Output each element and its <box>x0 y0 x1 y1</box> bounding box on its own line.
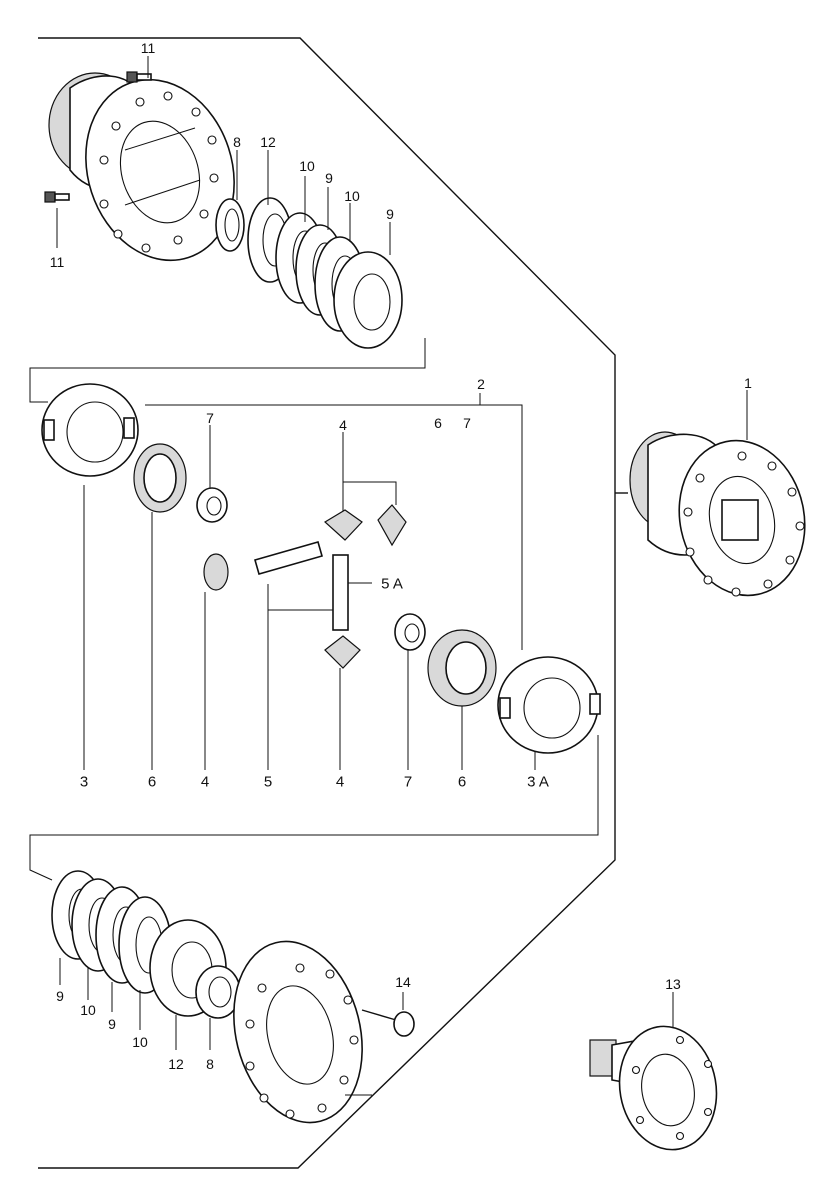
label-10-top-b: 10 <box>344 188 360 204</box>
top-friction-discs <box>215 197 403 349</box>
label-4-top: 4 <box>339 417 347 433</box>
label-4-b: 4 <box>335 773 345 791</box>
label-8-lower: 8 <box>206 1056 214 1072</box>
pressure-ring-3 <box>41 383 139 477</box>
label-10-lower-b: 10 <box>132 1034 148 1050</box>
pressure-ring-3a <box>497 656 601 754</box>
bolt-14 <box>361 1009 415 1037</box>
pinion-shaft-5a <box>332 554 349 631</box>
top-bolt-upper <box>126 71 152 83</box>
label-9-lower-a: 9 <box>56 988 64 1004</box>
differential-housing <box>629 431 806 597</box>
label-9-top-a: 9 <box>325 170 333 186</box>
pinion-shaft-5 <box>254 541 323 575</box>
label-2-sub-6: 6 <box>434 415 442 431</box>
label-12-lower: 12 <box>168 1056 184 1072</box>
label-11-upper: 11 <box>140 40 156 56</box>
pinion-gear-4-bottom <box>324 635 361 669</box>
label-3a: 3 A <box>527 773 549 791</box>
label-2-sub-7: 7 <box>463 415 471 431</box>
label-11-lower: 11 <box>49 254 65 270</box>
label-1: 1 <box>744 375 752 391</box>
label-6-a: 6 <box>147 773 157 791</box>
label-13: 13 <box>665 976 681 992</box>
output-flange-13 <box>589 1025 718 1151</box>
thrust-washer-7-left <box>196 487 228 523</box>
label-4-a: 4 <box>200 773 210 791</box>
top-bolt-lower <box>44 191 70 203</box>
pinion-gear-4-top <box>323 504 407 547</box>
label-8-top: 8 <box>233 134 241 150</box>
side-gear-6-right <box>427 629 497 707</box>
label-5a: 5 A <box>381 575 403 593</box>
top-housing-cover <box>48 72 235 262</box>
lower-housing-cover <box>233 940 372 1124</box>
label-10-lower-a: 10 <box>80 1002 96 1018</box>
label-7-b: 7 <box>403 773 413 791</box>
lower-friction-discs <box>51 870 241 1019</box>
label-12-top: 12 <box>260 134 276 150</box>
label-6-b: 6 <box>457 773 467 791</box>
label-7-top: 7 <box>206 410 214 426</box>
label-9-lower-b: 9 <box>108 1016 116 1032</box>
label-14: 14 <box>395 974 411 990</box>
leader-lines <box>56 56 748 1050</box>
pinion-gear-4-left <box>203 553 229 591</box>
label-10-top-a: 10 <box>299 158 315 174</box>
label-5: 5 <box>263 773 273 791</box>
assembly-frame <box>29 37 628 1169</box>
label-9-top-b: 9 <box>386 206 394 222</box>
label-2: 2 <box>477 376 485 392</box>
thrust-washer-7-right <box>394 613 426 651</box>
side-gear-6-left <box>133 443 187 513</box>
label-3: 3 <box>79 773 89 791</box>
top-cover-bolt-holes <box>99 91 219 253</box>
